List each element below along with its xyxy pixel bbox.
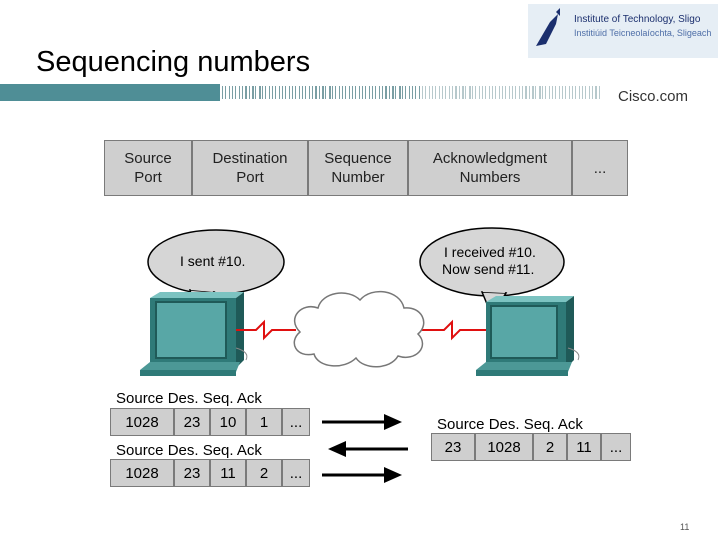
left-bubble-text: I sent #10. <box>180 253 246 269</box>
packet-cell: 10 <box>210 408 246 436</box>
packet-cell: 1 <box>246 408 282 436</box>
packet-cell: ... <box>601 433 631 461</box>
institute-logo <box>528 4 718 58</box>
packet-header-label: Source Des. Seq. Ack <box>437 416 583 433</box>
arrow-left-icon <box>328 441 408 457</box>
left-computer-icon <box>140 292 248 376</box>
slide-title: Sequencing numbers <box>36 46 311 78</box>
institute-emblem-icon <box>536 8 560 46</box>
right-speech-bubble <box>419 227 565 318</box>
header-bar <box>0 84 600 101</box>
packet-cell: 1028 <box>475 433 533 461</box>
packet-cell: 1028 <box>110 459 174 487</box>
packet-cell: 23 <box>174 408 210 436</box>
network-cloud-icon <box>293 290 425 368</box>
packet-cell: ... <box>282 459 310 487</box>
arrow-right-icon <box>322 467 402 483</box>
arrow-right-icon <box>322 414 402 430</box>
serial-link-right <box>420 319 486 341</box>
serial-link-left <box>236 319 296 341</box>
right-bubble-text-line1: I received #10. <box>444 244 536 260</box>
institute-name-irish: Institiúid Teicneolaíochta, Sligeach <box>574 28 712 38</box>
page-number: 11 <box>680 522 690 532</box>
packet-header-label: Source Des. Seq. Ack <box>116 442 262 459</box>
right-bubble-text-line2: Now send #11. <box>442 261 535 277</box>
packet-header-label: Source Des. Seq. Ack <box>116 390 262 407</box>
packet-cell: 2 <box>533 433 567 461</box>
right-computer-icon <box>476 296 580 376</box>
institute-name: Institute of Technology, Sligo <box>574 14 701 25</box>
packet-cell: ... <box>282 408 310 436</box>
arrows-group <box>322 414 408 483</box>
packet-cell: 11 <box>210 459 246 487</box>
packet-cell: 23 <box>431 433 475 461</box>
packet-cell: 23 <box>174 459 210 487</box>
packet-cell: 2 <box>246 459 282 487</box>
header-cell-more: ... <box>572 140 628 196</box>
network-diagram <box>140 227 580 376</box>
packet-cell: 11 <box>567 433 601 461</box>
cisco-logo-text: Cisco.com <box>618 88 689 105</box>
packet-cell: 1028 <box>110 408 174 436</box>
